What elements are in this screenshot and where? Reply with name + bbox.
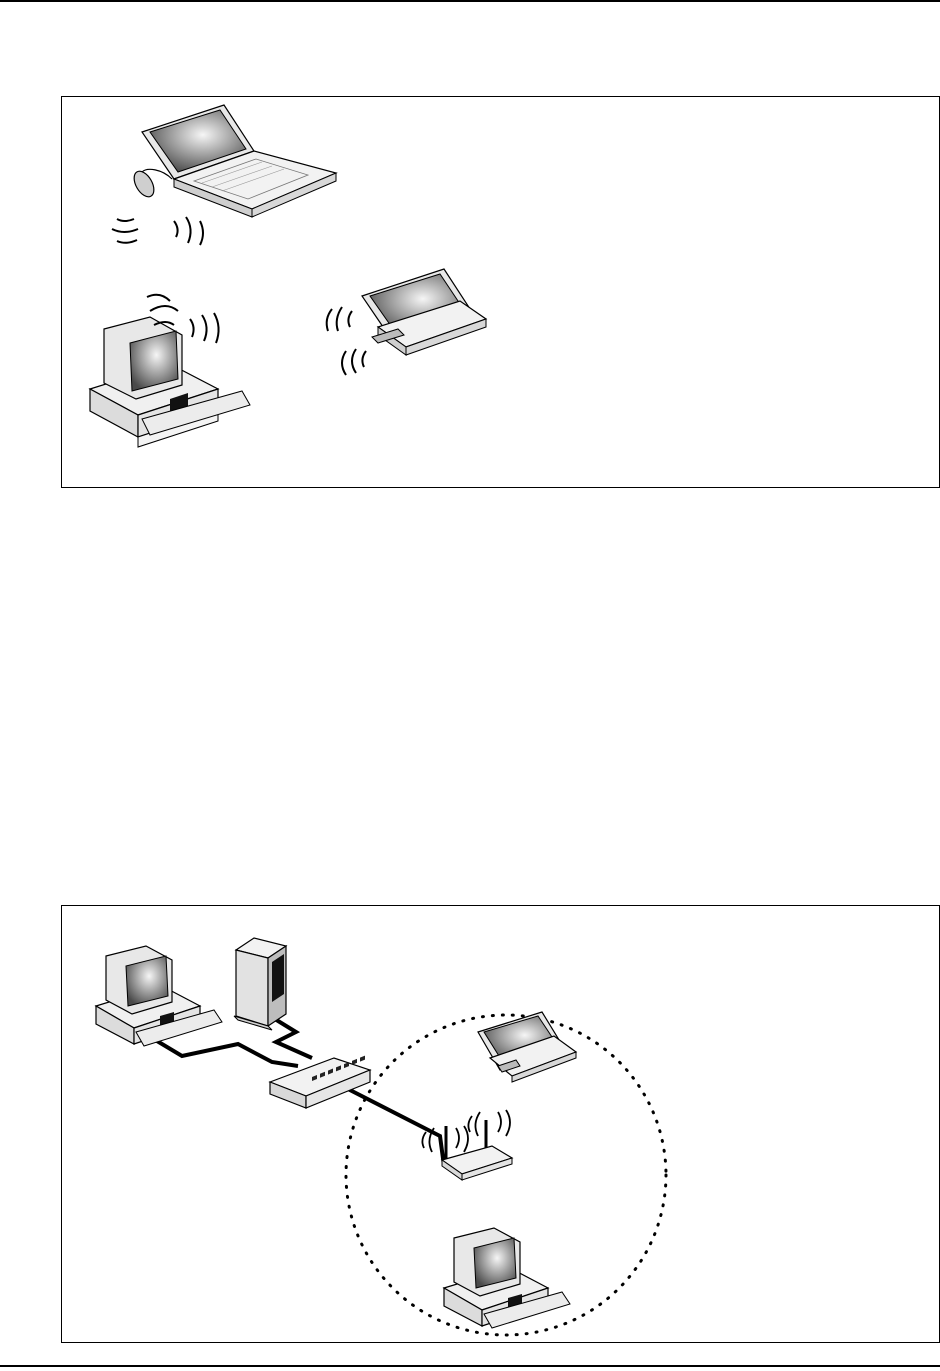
bottom-rule — [0, 1365, 940, 1367]
laptop-usb-icon — [130, 105, 336, 217]
server-icon — [234, 938, 286, 1030]
adhoc-network-diagram — [62, 97, 940, 489]
laptop-pccard-icon — [478, 1012, 576, 1082]
laptop-pccard-icon — [362, 269, 486, 355]
wireless-signal-icon — [327, 307, 366, 375]
wireless-signal-icon — [422, 1110, 510, 1152]
adhoc-network-figure — [61, 96, 940, 488]
infrastructure-network-figure — [61, 905, 940, 1343]
top-rule — [0, 0, 940, 2]
infrastructure-network-diagram — [62, 906, 940, 1344]
desktop-computer-icon — [96, 946, 222, 1046]
desktop-computer-icon — [90, 317, 250, 447]
desktop-computer-icon — [444, 1228, 570, 1328]
wireless-access-point-icon — [442, 1120, 512, 1180]
wireless-signal-icon — [112, 217, 203, 245]
